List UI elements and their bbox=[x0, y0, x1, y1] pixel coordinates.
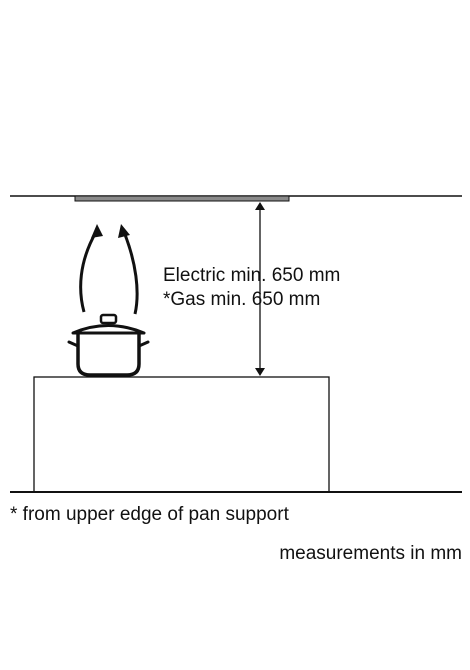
steam-arrow-icon bbox=[79, 224, 139, 315]
footnote-text: * from upper edge of pan support bbox=[10, 504, 289, 525]
cooker-hood-icon bbox=[74, 195, 290, 202]
cooking-pot-icon bbox=[67, 313, 150, 377]
units-note: measurements in mm bbox=[279, 543, 462, 564]
clearance-gas-label: *Gas min. 650 mm bbox=[163, 289, 321, 310]
cooktop-counter bbox=[33, 376, 330, 493]
clearance-electric-label: Electric min. 650 mm bbox=[163, 265, 341, 286]
